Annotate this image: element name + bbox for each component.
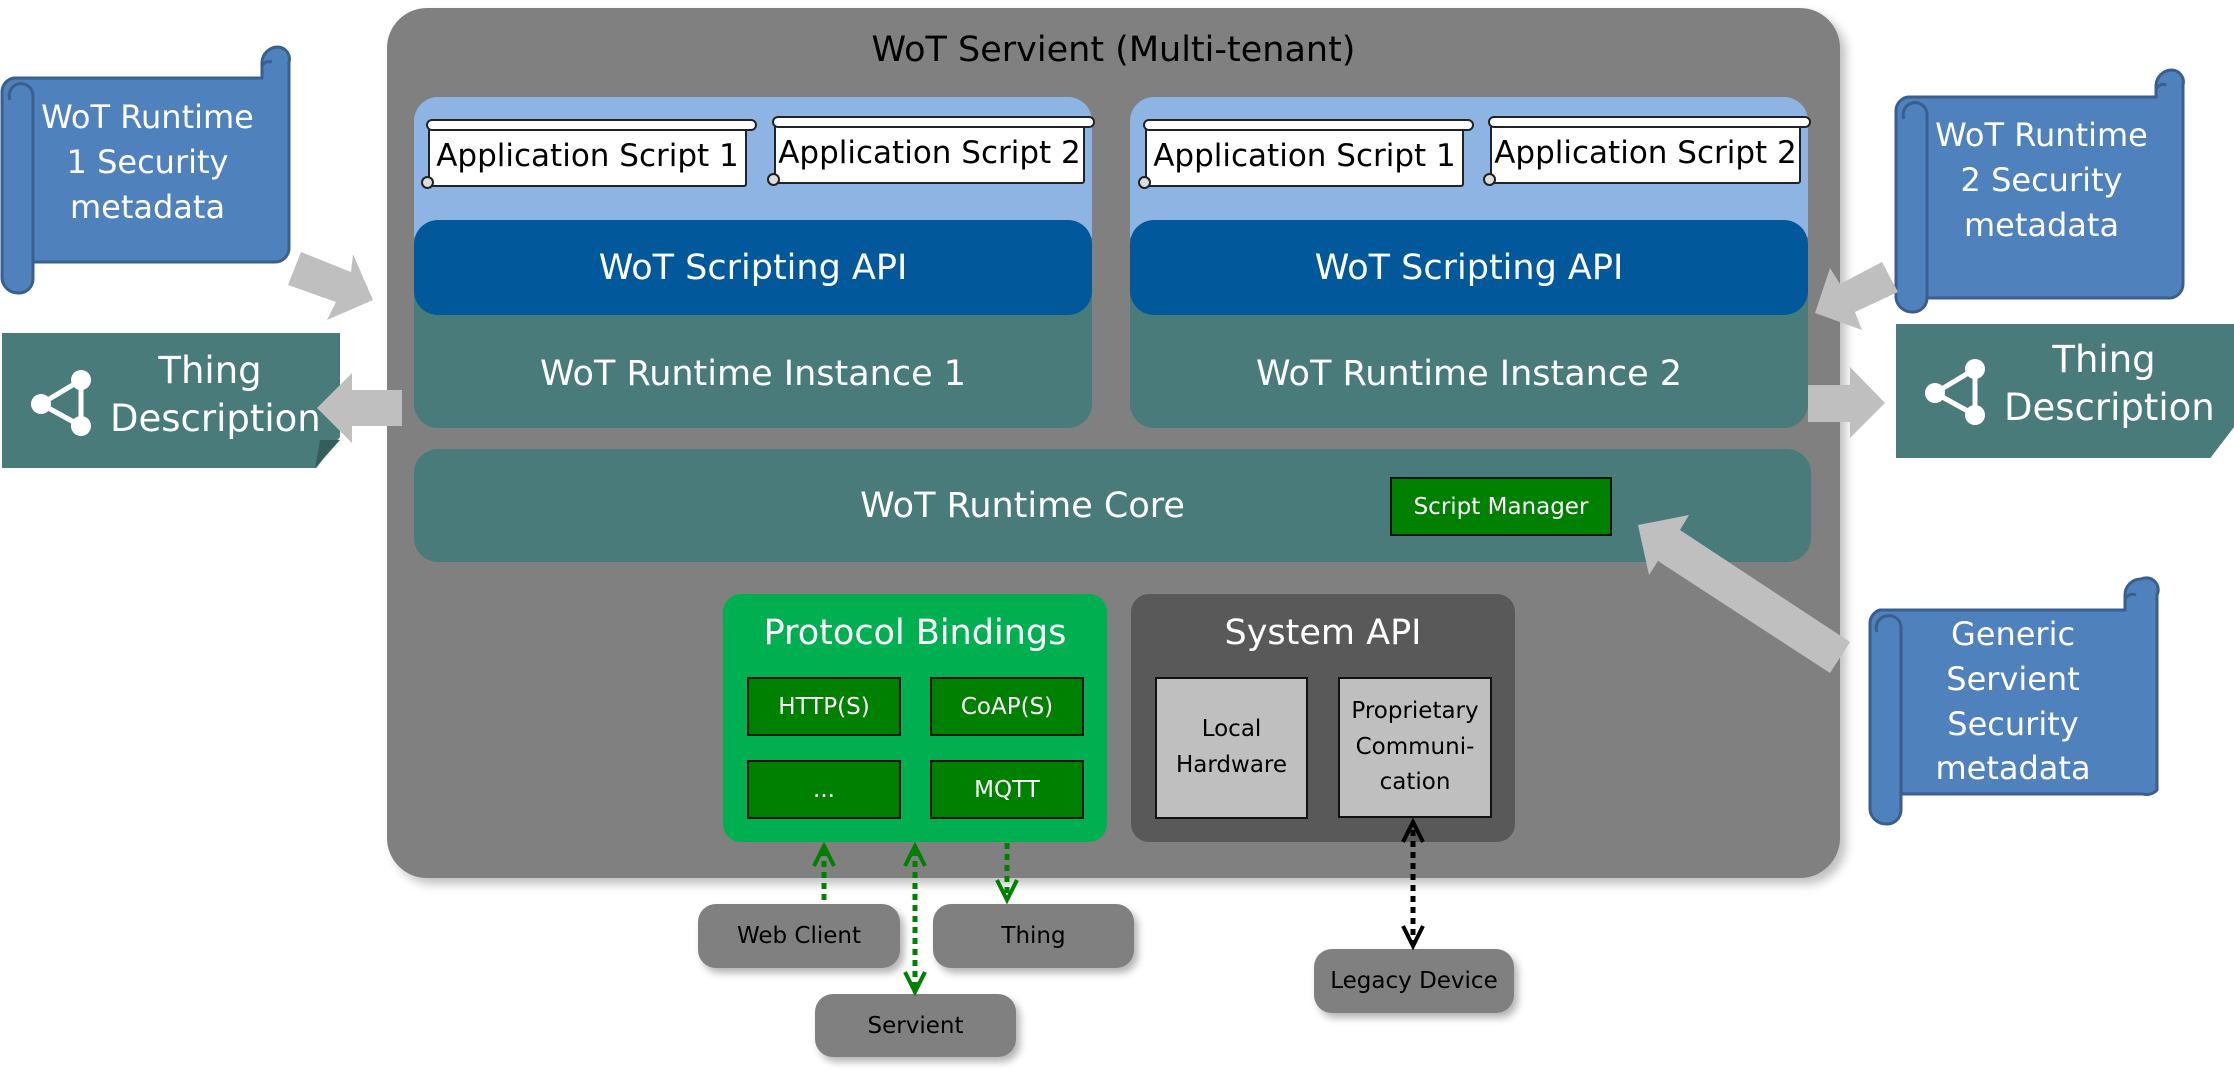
scroll-line: WoT Runtime: [41, 98, 254, 136]
thing-description-left-text: Thing Description: [110, 347, 321, 443]
binding-more[interactable]: ...: [747, 760, 901, 819]
scripting-api-1: WoT Scripting API: [414, 220, 1092, 315]
arrow-instance1-to-td-left: [317, 373, 402, 443]
connector-thing: [995, 843, 1019, 905]
proprietary-line: Communi-: [1355, 733, 1475, 760]
servient-title: WoT Servient (Multi-tenant): [871, 30, 1356, 70]
td-line: Description: [110, 397, 321, 441]
connector-web-client: [812, 841, 836, 904]
scroll-line: metadata: [1935, 749, 2091, 788]
thing-description-right-text: Thing Description: [2004, 336, 2215, 432]
arrow-scroll2-to-instance2: [1815, 262, 1898, 330]
scroll-line: 1 Security: [66, 142, 229, 181]
proprietary-line: Proprietary: [1351, 698, 1479, 725]
binding-http[interactable]: HTTP(S): [747, 677, 901, 736]
local-hardware-line: Hardware: [1175, 752, 1288, 778]
system-api-title: System API: [1224, 613, 1422, 653]
app-script-2-1[interactable]: Application Script 1: [1138, 119, 1474, 189]
scripting-api-2-label: WoT Scripting API: [1314, 247, 1624, 288]
arrow-instance2-to-td-right: [1808, 367, 1885, 438]
app-script-label: Application Script 2: [778, 135, 1081, 171]
local-hardware[interactable]: Local Hardware: [1155, 677, 1308, 819]
app-script-label: Application Script 2: [1494, 135, 1797, 171]
proprietary-line: cation: [1379, 769, 1451, 796]
binding-coap[interactable]: CoAP(S): [930, 677, 1084, 736]
arrow-generic-to-script-manager: [1638, 515, 1850, 673]
app-script-1-1[interactable]: Application Script 1: [421, 119, 757, 189]
scroll-line: WoT Runtime: [1935, 116, 2148, 154]
scroll-line: metadata: [69, 187, 226, 226]
servient-node[interactable]: Servient: [815, 994, 1016, 1057]
app-script-label: Application Script 1: [1153, 138, 1456, 174]
security-scroll-runtime1-text: WoT Runtime 1 Security metadata: [33, 95, 262, 229]
protocol-bindings-title: Protocol Bindings: [763, 613, 1067, 653]
td-line: Description: [2004, 386, 2215, 430]
scroll-line: Servient: [1946, 659, 2080, 698]
app-script-label: Application Script 1: [436, 138, 739, 174]
scripting-api-2: WoT Scripting API: [1130, 220, 1808, 315]
binding-mqtt[interactable]: MQTT: [930, 760, 1084, 819]
runtime-instance-2-label: WoT Runtime Instance 2: [1255, 354, 1683, 394]
share-nodes-icon: [31, 370, 91, 436]
scroll-line: Security: [1947, 704, 2079, 743]
security-scroll-runtime1[interactable]: [0, 45, 291, 295]
thing-description-right[interactable]: Thing Description: [1896, 324, 2234, 458]
td-line: Thing: [158, 349, 262, 392]
security-scroll-runtime2-text: WoT Runtime 2 Security metadata: [1927, 113, 2156, 247]
security-scroll-generic-text: Generic Servient Security metadata: [1901, 612, 2125, 791]
scroll-line: 2 Security: [1960, 160, 2123, 199]
arrow-scroll1-to-instance1: [288, 252, 373, 320]
connector-servient: [903, 841, 927, 997]
thing-node[interactable]: Thing: [933, 904, 1134, 968]
security-scroll-generic[interactable]: [1868, 576, 2160, 826]
scroll-line: metadata: [1963, 205, 2120, 244]
connector-legacy-device: [1401, 817, 1425, 951]
scripting-api-1-label: WoT Scripting API: [598, 247, 908, 288]
app-script-1-2[interactable]: Application Script 2: [767, 116, 1095, 186]
thing-description-left[interactable]: Thing Description: [2, 333, 340, 468]
web-client-node[interactable]: Web Client: [698, 904, 900, 968]
share-nodes-icon: [1925, 359, 1985, 425]
runtime-core-label: WoT Runtime Core: [414, 449, 1811, 562]
app-script-2-2[interactable]: Application Script 2: [1483, 116, 1811, 186]
runtime-instance-1-label: WoT Runtime Instance 1: [539, 354, 967, 394]
td-line: Thing: [2052, 338, 2156, 381]
runtime-core-text: WoT Runtime Core: [860, 485, 1185, 526]
script-manager[interactable]: Script Manager: [1390, 477, 1612, 536]
scroll-line: Generic: [1950, 615, 2076, 653]
legacy-device-node[interactable]: Legacy Device: [1314, 949, 1514, 1013]
local-hardware-line: Local: [1201, 716, 1262, 743]
proprietary-communication[interactable]: Proprietary Communi- cation: [1338, 677, 1492, 818]
security-scroll-runtime2[interactable]: [1894, 68, 2185, 314]
